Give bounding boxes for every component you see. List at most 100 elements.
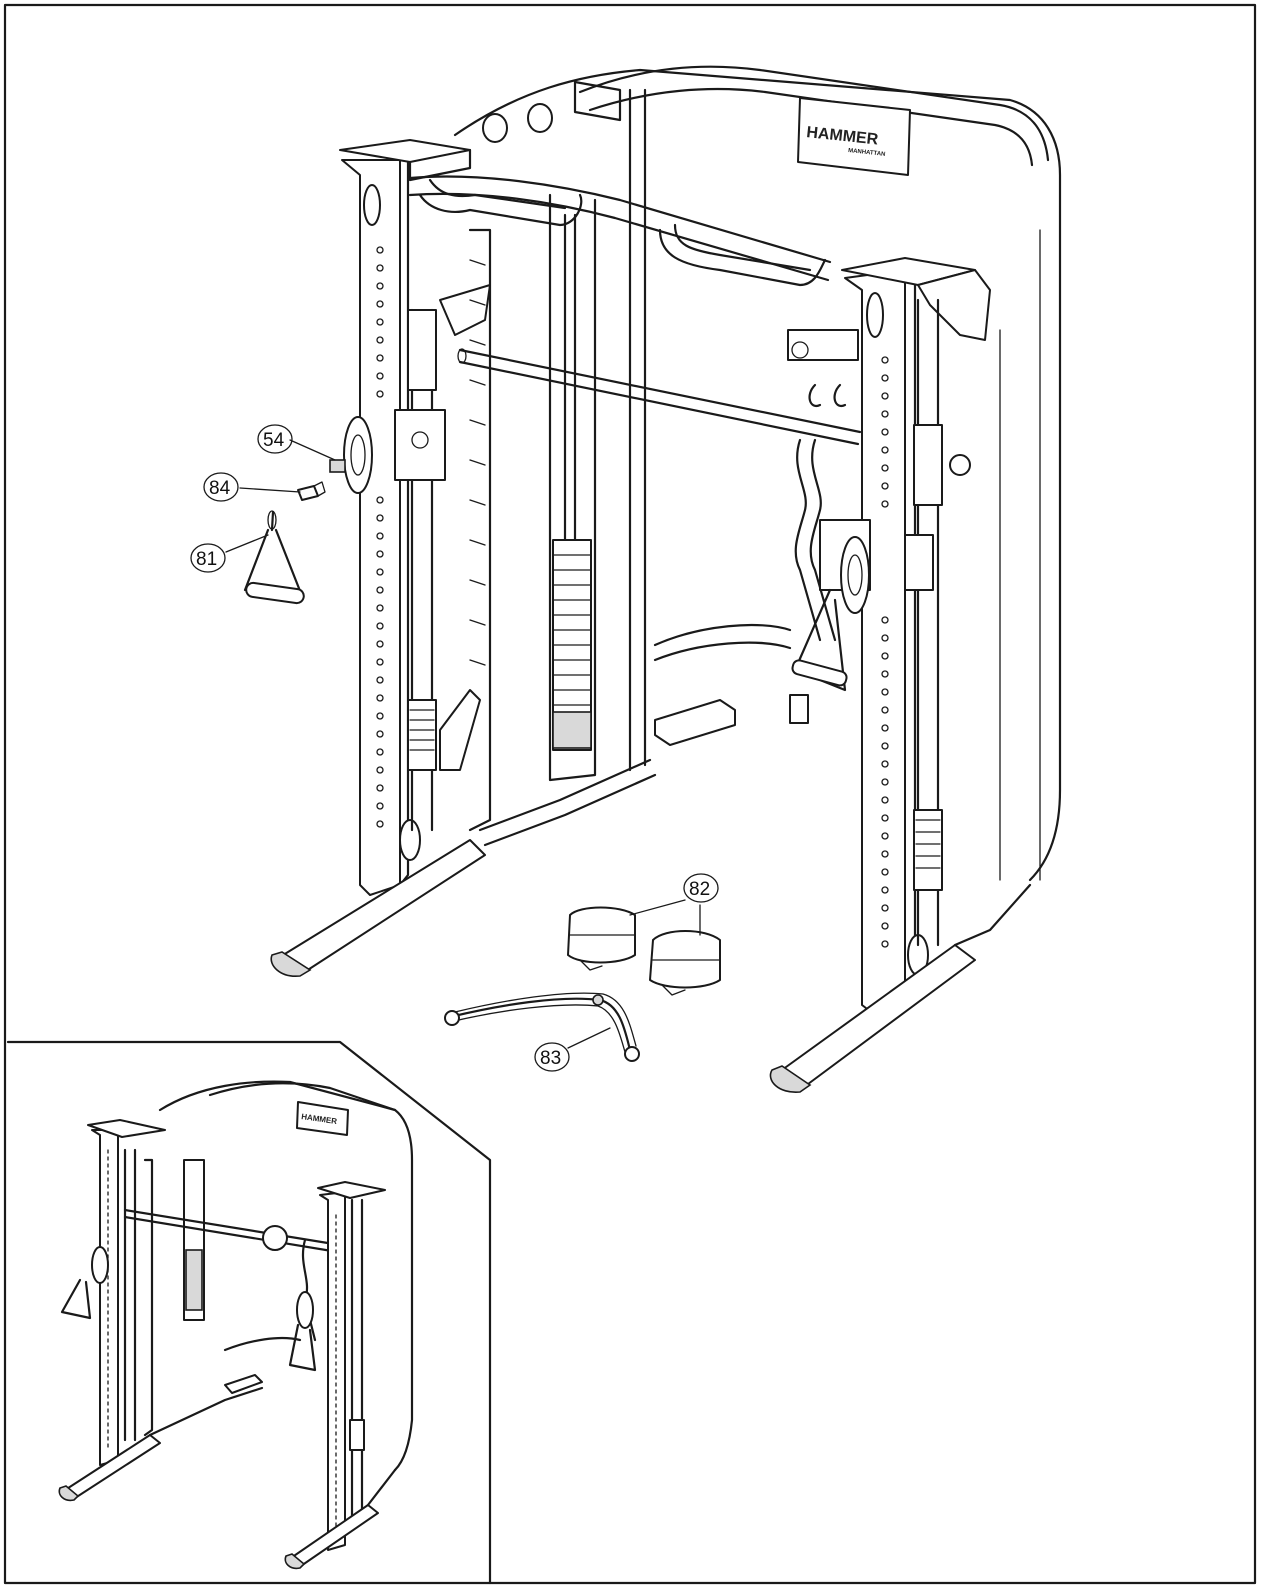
ankle-strap-right-ring xyxy=(661,984,686,996)
left-swivel-pulley xyxy=(329,416,373,494)
rope-end-right xyxy=(624,1046,640,1062)
inset-top-frame xyxy=(208,1082,397,1112)
left-hook-rack xyxy=(468,228,492,832)
right-upright-face xyxy=(844,269,906,1016)
left-bottom-pulley xyxy=(399,819,421,861)
callout-81-circle xyxy=(190,543,226,573)
left-pulley-clip xyxy=(329,459,346,473)
rear-top-pulley-right xyxy=(527,103,553,133)
left-upright-side xyxy=(398,148,410,887)
right-upright-side xyxy=(903,260,917,1007)
weight-stack xyxy=(548,88,647,782)
inset-weight-plates xyxy=(185,1249,203,1311)
rear-top-pulley-left xyxy=(482,113,508,143)
inset-border xyxy=(6,1040,492,1585)
foot-plate xyxy=(654,699,736,746)
inset-rear-shroud xyxy=(158,1080,414,1472)
left-spring-coils xyxy=(409,709,435,751)
inset-view: HAMMER xyxy=(6,1040,492,1585)
inset-center-disc xyxy=(262,1225,288,1251)
rope-end-left xyxy=(444,1010,460,1026)
right-upper-sleeve xyxy=(913,424,943,506)
inset-right-base-connector xyxy=(366,1468,397,1507)
front-top-bar-upper xyxy=(408,175,832,264)
inset-straight-bar xyxy=(123,1208,342,1254)
inset-right-spring xyxy=(349,1419,365,1451)
callout-82-circle xyxy=(683,873,719,903)
handle-81-grip xyxy=(245,581,305,605)
left-carriage-assembly xyxy=(394,284,491,832)
left-hook-notches xyxy=(469,259,486,666)
inset-left-upright xyxy=(91,1129,119,1466)
grip-handle-left-inner xyxy=(428,178,567,210)
grip-handle-right xyxy=(658,228,827,287)
part-82-ankle-straps xyxy=(567,906,721,996)
callout-84-label: 84 xyxy=(209,478,231,499)
curl-bar-left xyxy=(794,438,822,642)
callout-81-label: 81 xyxy=(196,549,217,570)
rope-strand-a xyxy=(448,997,632,1052)
straight-bar-bottom xyxy=(458,360,860,446)
inset-foot-plate xyxy=(224,1374,263,1394)
left-carriage-knob xyxy=(411,431,429,449)
left-top-cap xyxy=(339,139,471,163)
right-pin-knob xyxy=(949,454,971,476)
left-swivel-pulley-inner xyxy=(350,434,366,476)
right-top-pulley xyxy=(866,292,884,338)
right-carriage-side xyxy=(904,534,934,591)
callout-82-label: 82 xyxy=(689,879,710,900)
callout-84-circle xyxy=(203,472,239,502)
inset-right-cap xyxy=(317,1181,386,1199)
left-top-cap-side xyxy=(408,148,472,182)
left-upper-sleeve xyxy=(407,309,437,391)
front-top-bar-lower xyxy=(408,192,830,282)
handle-81-strap-top xyxy=(270,510,275,532)
weight-plate-lines xyxy=(552,554,592,706)
lower-curved-bar-upper xyxy=(653,623,792,647)
right-swivel-pulley xyxy=(840,536,870,614)
inset-right-handle xyxy=(288,1323,317,1372)
right-storage-knob xyxy=(791,341,809,359)
weight-stack-rods xyxy=(563,213,577,542)
right-foot-cap xyxy=(769,1065,812,1093)
leader-84 xyxy=(239,487,301,493)
inset-right-rods xyxy=(350,1198,364,1522)
weight-stack-base xyxy=(552,711,592,749)
inset-left-rack xyxy=(143,1158,154,1437)
right-upright-holes xyxy=(881,356,889,948)
inset-right-upright xyxy=(319,1191,346,1551)
grip-handle-right-inner xyxy=(673,223,812,272)
inset-left-pulley xyxy=(91,1246,109,1284)
straight-bar-top xyxy=(458,348,862,434)
callout-82: 82 xyxy=(683,873,719,903)
right-hanging-handle-grip xyxy=(791,659,848,687)
leader-54 xyxy=(289,439,336,461)
left-foot-cap xyxy=(270,951,312,977)
left-spring xyxy=(407,699,437,771)
left-upright-holes xyxy=(376,246,384,828)
callout-83-label: 83 xyxy=(540,1048,561,1069)
lower-curved-bar-lower xyxy=(653,641,792,662)
rear-top-bracket xyxy=(573,80,622,122)
callout-54-label: 54 xyxy=(263,430,285,451)
brand-plate: HAMMER MANHATTAN xyxy=(797,97,911,176)
right-upright xyxy=(841,257,991,1016)
left-upper-bracket xyxy=(439,284,491,336)
right-carriage-assembly xyxy=(789,298,971,947)
callout-83: 83 xyxy=(534,1042,570,1072)
left-carriage-box xyxy=(394,409,446,481)
brand-plate-body xyxy=(797,97,911,176)
handle-81-ring xyxy=(267,510,277,530)
top-frame-tube-outer xyxy=(578,65,1050,162)
base-front-bar-lower xyxy=(483,773,657,847)
left-lift-arm xyxy=(439,689,481,771)
right-spring-coils xyxy=(915,819,941,869)
clip-side xyxy=(313,481,326,497)
rear-shroud-outline xyxy=(453,68,1062,882)
leader-83 xyxy=(567,1027,611,1049)
rope-center-ring xyxy=(592,994,604,1006)
clip-body xyxy=(297,485,319,501)
left-upright-face xyxy=(341,159,401,896)
ankle-strap-left-ring xyxy=(579,959,603,971)
outer-frame xyxy=(3,3,1257,1585)
